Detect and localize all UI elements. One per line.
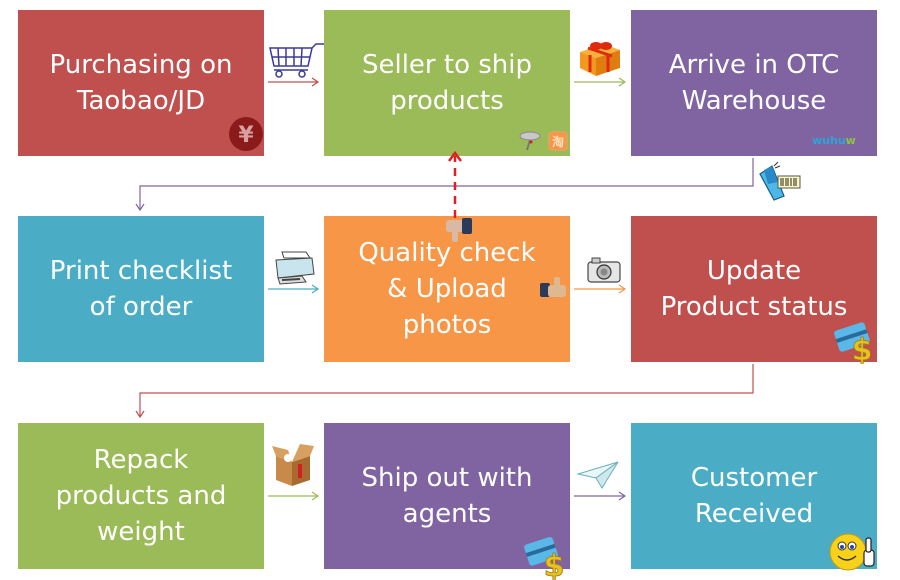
arrow-2-to-3 [574,77,627,87]
gift-box-icon [580,42,620,76]
step-label: Repack products and weight [55,445,227,547]
thumbs-down-icon [446,218,472,242]
courier-icon [519,131,541,151]
step-quality-check: Quality check & Upload photos [324,216,570,362]
shopping-cart-icon [269,43,324,78]
step-repack: Repack products and weight [18,423,264,569]
camera-icon [587,257,621,283]
taobao-icon: 淘 [548,131,568,151]
logo-text-green: w [845,134,856,147]
step-label: Ship out with agents [361,463,533,529]
step-label: Arrive in OTC Warehouse [668,50,840,116]
svg-text:淘: 淘 [552,134,564,149]
step-label: Quality check & Upload photos [358,238,536,340]
step-print-checklist: Print checklist of order [18,216,264,362]
step-label: Update Product status [660,256,848,322]
barcode-scanner-icon [759,161,801,201]
paper-plane-icon [576,461,619,489]
step-arrive-warehouse: Arrive in OTC Warehouse [631,10,877,156]
step-label: Customer Received [690,463,818,529]
arrow-5-to-6 [574,284,627,294]
svg-text:$: $ [852,333,873,364]
printer-icon [275,251,315,285]
logo-text-blue: wuhu [812,134,846,147]
arrow-7-to-8 [268,491,320,501]
elbow-6-to-7 [135,364,754,419]
yen-coin-icon: ¥ [229,117,263,151]
svg-text:¥: ¥ [238,123,254,148]
step-label: Print checklist of order [49,256,233,322]
step-purchasing: Purchasing on Taobao/JD [18,10,264,156]
credit-card-dollar-icon: $ [834,322,873,364]
arrow-4-to-5 [268,284,320,294]
arrow-8-to-9 [574,491,627,501]
elbow-3-to-4 [135,158,754,212]
open-box-icon [272,444,314,486]
step-label: Seller to ship products [361,50,532,116]
credit-card-dollar-icon: $ [524,536,565,580]
svg-text:$: $ [544,549,565,580]
thumbs-up-icon [540,277,566,297]
smiley-thumbs-up-icon [829,533,875,571]
wuhuw-logo: wuhuw [812,134,856,147]
step-label: Purchasing on Taobao/JD [49,50,233,116]
reject-arrow [448,150,462,218]
